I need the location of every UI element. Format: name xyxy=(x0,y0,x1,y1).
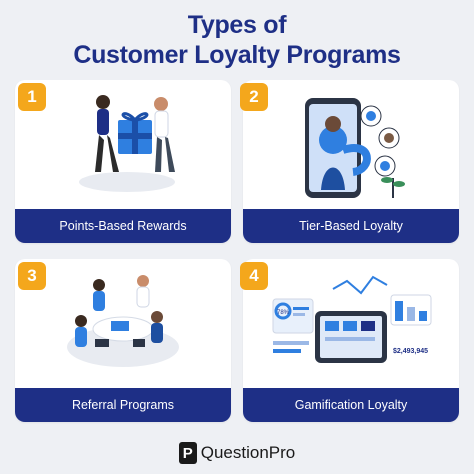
svg-text:$2,493,945: $2,493,945 xyxy=(393,348,428,355)
dashboard-tablet-illustration-icon: 78% $2,493,945 xyxy=(272,275,432,363)
page-title: Types of Customer Loyalty Programs xyxy=(0,10,474,70)
card-tier-based-loyalty: Tier-Based Loyalty xyxy=(243,80,459,243)
svg-text:78%: 78% xyxy=(277,310,290,316)
card-label-tier: Tier-Based Loyalty xyxy=(243,209,459,243)
card-label-points: Points-Based Rewards xyxy=(15,209,231,243)
number-badge-2: 2 xyxy=(240,83,268,111)
brand-logo: P QuestionPro xyxy=(0,438,474,468)
team-meeting-illustration-icon xyxy=(67,275,179,367)
card-gamification-loyalty: 78% $2,493,945 Gamification Loyalty xyxy=(243,259,459,422)
questionpro-logo-icon: P xyxy=(178,442,197,464)
brand-name: QuestionPro xyxy=(200,443,296,462)
phone-network-illustration-icon xyxy=(305,98,405,198)
number-badge-3: 3 xyxy=(18,262,46,290)
card-label-referral: Referral Programs xyxy=(15,388,231,422)
number-badge-4: 4 xyxy=(240,262,268,290)
number-badge-1: 1 xyxy=(18,83,46,111)
card-referral-programs: Referral Programs xyxy=(15,259,231,422)
title-line-1: Types of xyxy=(187,11,287,39)
card-points-based-rewards: Points-Based Rewards xyxy=(15,80,231,243)
title-line-2: Customer Loyalty Programs xyxy=(73,41,401,69)
gift-exchange-illustration-icon xyxy=(79,95,175,192)
card-label-gamification: Gamification Loyalty xyxy=(243,388,459,422)
